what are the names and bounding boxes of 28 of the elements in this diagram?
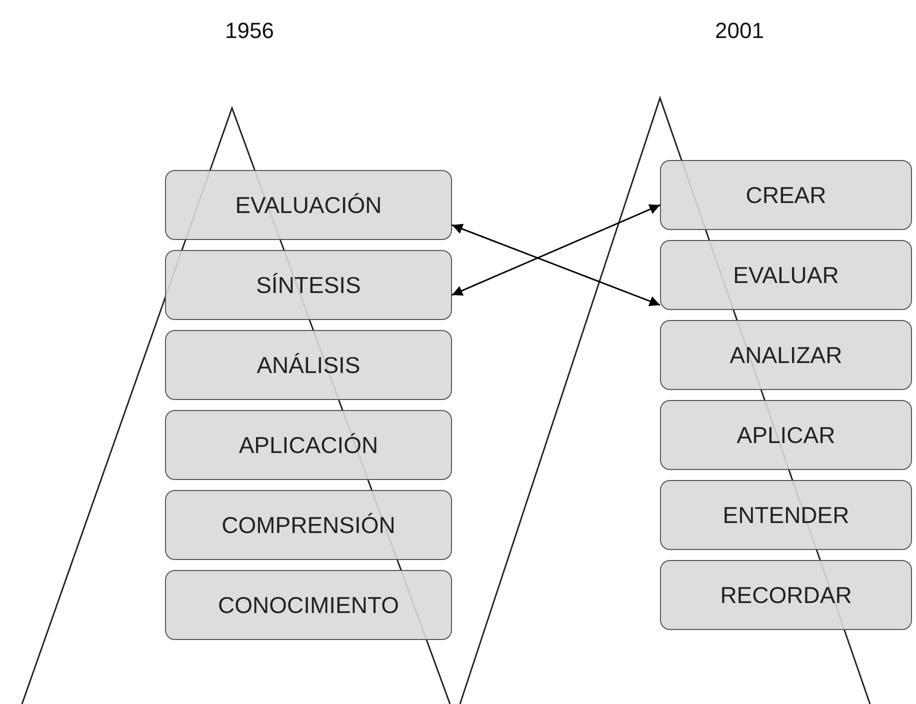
level-box bbox=[165, 410, 452, 480]
level-box bbox=[660, 560, 912, 630]
level-box bbox=[165, 490, 452, 560]
double-arrow bbox=[452, 204, 660, 296]
level-label: CREAR bbox=[746, 182, 826, 208]
level-label: RECORDAR bbox=[720, 582, 852, 608]
year-label: 2001 bbox=[715, 18, 764, 44]
level-box bbox=[660, 320, 912, 390]
level-label: APLICAR bbox=[736, 422, 836, 448]
level-box bbox=[165, 570, 452, 640]
level-label: EVALUAR bbox=[733, 262, 839, 288]
level-box bbox=[660, 240, 912, 310]
level-label: ENTENDER bbox=[722, 502, 850, 528]
level-label: APLICACIÓN bbox=[238, 432, 378, 458]
level-label: ANÁLISIS bbox=[256, 352, 360, 378]
double-arrow bbox=[452, 224, 660, 306]
level-box bbox=[165, 250, 452, 320]
level-box bbox=[165, 170, 452, 240]
level-label: COMPRENSIÓN bbox=[222, 512, 396, 538]
level-label: EVALUACIÓN bbox=[235, 192, 382, 218]
level-label: ANALIZAR bbox=[730, 342, 842, 368]
level-box bbox=[660, 400, 912, 470]
level-box bbox=[165, 330, 452, 400]
year-label: 1956 bbox=[225, 18, 274, 44]
level-label: SÍNTESIS bbox=[256, 272, 361, 298]
level-box bbox=[660, 160, 912, 230]
level-box bbox=[660, 480, 912, 550]
level-label: CONOCIMIENTO bbox=[218, 592, 400, 618]
